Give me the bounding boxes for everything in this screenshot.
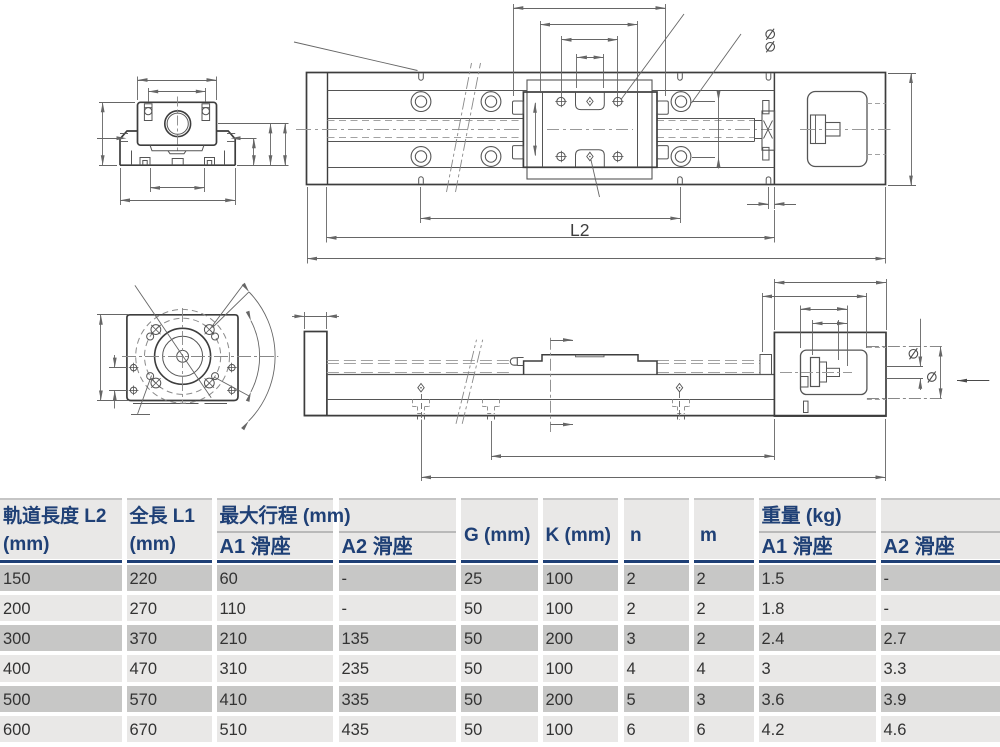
svg-text:L2: L2 [570,220,589,240]
